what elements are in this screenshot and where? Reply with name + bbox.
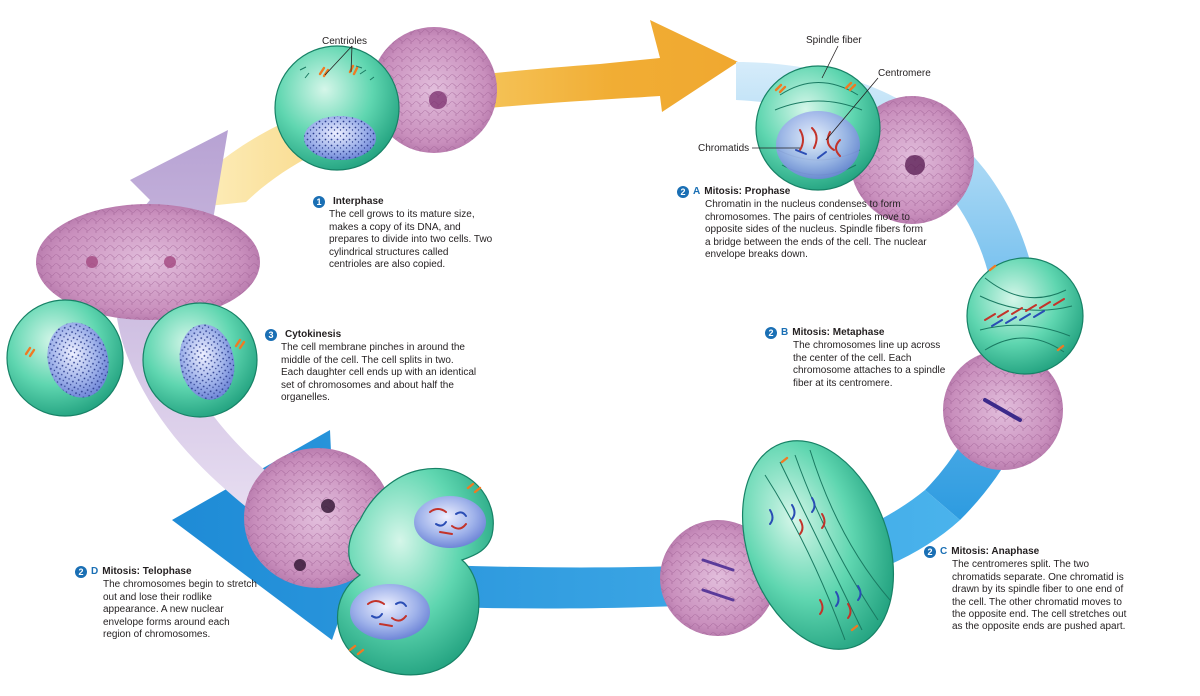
stage-title: Cytokinesis [285,329,342,340]
stage-prophase: 2 A Mitosis: Prophase Chromatin in the n… [677,186,927,261]
centromere-leader [825,77,879,141]
stage-interphase: 1 Interphase The cell grows to its matur… [313,196,493,271]
callouts: Centrioles Spindle fiber Centromere Chro… [322,35,931,154]
stage-number-badge: 3 [265,329,277,342]
cell-prophase [755,65,881,191]
stage-title: Mitosis: Prophase [704,186,791,197]
stage-number-badge: 2 [677,186,689,199]
stage-description: The cell grows to its mature size, makes… [329,209,493,271]
micrograph-metaphase [943,350,1063,470]
micrographs [36,27,1063,636]
micrograph-interphase [371,27,497,153]
stage-description: The chromosomes line up across the cente… [793,340,946,389]
stage-number-badge: 2 [765,327,777,340]
cell-interphase [274,45,400,171]
centrioles-leader [324,45,353,76]
stage-anaphase: 2 C Mitosis: Anaphase The centromeres sp… [924,546,1136,634]
stage-number-badge: 2 [75,566,87,579]
stage-title: Mitosis: Metaphase [792,327,885,338]
stage-telophase: 2 D Mitosis: Telophase The chromosomes b… [75,566,259,641]
cell-anaphase [741,440,895,650]
micrograph-prophase [850,96,974,224]
stage-metaphase: 2 B Mitosis: Metaphase The chromosomes l… [765,327,953,390]
stage-letter: D [91,566,99,577]
stage-description: Chromatin in the nucleus condenses to fo… [705,199,927,261]
chromatids-label: Chromatids [698,143,749,154]
stage-number-badge: 2 [924,546,936,559]
spindle-fiber-leader [821,45,839,79]
cell-cytokinesis-right [142,302,258,418]
stage-letter: C [940,546,948,557]
stage-number-badge: 1 [313,196,325,209]
spindle-fiber-label: Spindle fiber [806,35,862,46]
centrioles-label: Centrioles [322,36,367,47]
cell-cytokinesis-left [6,299,124,417]
cell-telophase [337,467,494,676]
stage-title: Interphase [333,196,384,207]
centromere-label: Centromere [878,68,931,79]
stage-description: The cell membrane pinches in around the … [281,342,477,404]
arrow-interphase [170,20,738,210]
stage-description: The centromeres split. The two chromatid… [952,559,1127,633]
micrograph-cytokinesis [36,204,260,320]
stage-cytokinesis: 3 Cytokinesis The cell membrane pinches … [265,329,477,404]
stage-title: Mitosis: Anaphase [951,546,1040,557]
stage-description: The chromosomes begin to stretch out and… [103,579,257,641]
stage-title: Mitosis: Telophase [102,566,192,577]
stage-letter: A [693,186,701,197]
cell-metaphase [966,257,1084,375]
stage-letter: B [781,327,789,338]
